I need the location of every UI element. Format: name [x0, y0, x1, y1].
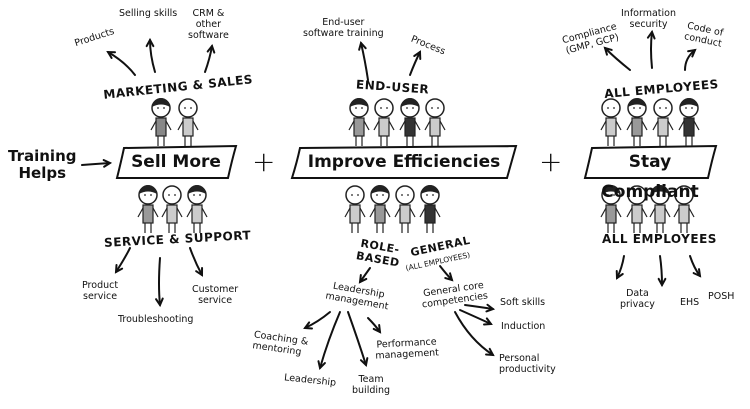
arrowhead-icon: [413, 50, 422, 60]
topic-troubleshooting: Troubleshooting: [118, 314, 194, 325]
person-icon: [186, 185, 208, 233]
arrow-icon: [189, 247, 203, 276]
arrowhead-icon: [155, 297, 164, 308]
arrowhead-icon: [317, 360, 326, 371]
arrowhead-icon: [615, 270, 624, 280]
banner-shape-sell-more: [115, 144, 238, 179]
topic-end-user-software-training: End-user software training: [303, 17, 384, 39]
arrowhead-icon: [483, 317, 493, 326]
arrow-icon: [115, 247, 131, 273]
arrowhead-icon: [195, 267, 204, 277]
arrowhead-icon: [303, 321, 313, 330]
person-icon: [137, 185, 159, 233]
arrowhead-icon: [359, 357, 369, 367]
arrow-icon: [454, 311, 494, 356]
arrow-icon: [158, 257, 161, 306]
person-icon: [369, 185, 391, 233]
arrow-icon: [650, 31, 653, 69]
arrowhead-icon: [485, 303, 496, 313]
person-icon: [673, 185, 695, 233]
arrowhead-icon: [206, 43, 216, 54]
arrow-icon: [459, 309, 492, 325]
arrowhead-icon: [603, 46, 613, 56]
person-icon: [399, 98, 421, 146]
banner-shape-stay-compliant: [583, 144, 718, 179]
arrowhead-icon: [687, 48, 697, 58]
person-icon: [600, 98, 622, 146]
person-icon: [348, 98, 370, 146]
person-icon: [626, 185, 648, 233]
topic-induction: Induction: [501, 321, 546, 332]
topic-data-privacy: Data privacy: [620, 288, 655, 310]
arrow-icon: [360, 42, 369, 81]
person-icon: [344, 185, 366, 233]
person-icon: [373, 98, 395, 146]
topic-crm-software: CRM & other software: [188, 8, 229, 41]
arrowhead-icon: [692, 268, 702, 278]
arrow-icon: [304, 311, 331, 329]
plus-sign: +: [252, 145, 276, 178]
topic-customer-service: Customer service: [192, 284, 239, 306]
banner-shape-improve-efficiencies: [290, 144, 518, 179]
group-all-employees-bottom: ALL EMPLOYEES: [602, 232, 717, 246]
topic-performance-management: Performance management: [375, 336, 440, 362]
arrowhead-icon: [657, 277, 667, 288]
arrowhead-icon: [145, 37, 155, 48]
person-icon: [419, 185, 441, 233]
topic-soft-skills: Soft skills: [500, 297, 546, 308]
arrowhead-icon: [646, 29, 656, 40]
person-icon: [161, 185, 183, 233]
banner-improve-efficiencies: Improve Efficiencies: [307, 152, 501, 172]
person-icon: [177, 98, 199, 146]
person-icon: [678, 98, 700, 146]
arrow-icon: [319, 311, 341, 369]
person-icon: [394, 185, 416, 233]
arrow-icon: [659, 255, 663, 286]
arrow-icon: [81, 162, 111, 166]
plus-sign: +: [539, 145, 563, 178]
arrow-icon: [464, 304, 494, 310]
topic-selling-skills: Selling skills: [119, 8, 178, 19]
arrowhead-icon: [358, 40, 367, 51]
arrowhead-icon: [106, 50, 116, 60]
arrow-icon: [604, 47, 631, 71]
topic-personal-productivity: Personal productivity: [499, 353, 556, 375]
intro-label: Training Helps: [8, 147, 77, 182]
topic-information-security: Information security: [621, 8, 676, 30]
arrowhead-icon: [372, 324, 382, 334]
person-icon: [649, 185, 671, 233]
arrow-icon: [107, 51, 136, 76]
topic-ehs: EHS: [680, 297, 700, 308]
arrow-icon: [149, 39, 156, 73]
person-icon: [150, 98, 172, 146]
arrowhead-icon: [114, 264, 124, 274]
banner-sell-more: Sell More: [131, 152, 221, 172]
person-icon: [600, 185, 622, 233]
topic-posh: POSH: [708, 291, 735, 302]
person-icon: [424, 98, 446, 146]
arrow-icon: [347, 311, 367, 366]
topic-team-building: Team building: [352, 374, 391, 396]
arrowhead-icon: [358, 274, 368, 284]
arrowhead-icon: [102, 159, 113, 168]
topic-product-service: Product service: [82, 280, 119, 302]
person-icon: [626, 98, 648, 146]
arrowhead-icon: [485, 347, 495, 357]
arrowhead-icon: [444, 272, 454, 282]
banner-stay-compliant: Stay Compliant: [601, 152, 699, 202]
person-icon: [652, 98, 674, 146]
